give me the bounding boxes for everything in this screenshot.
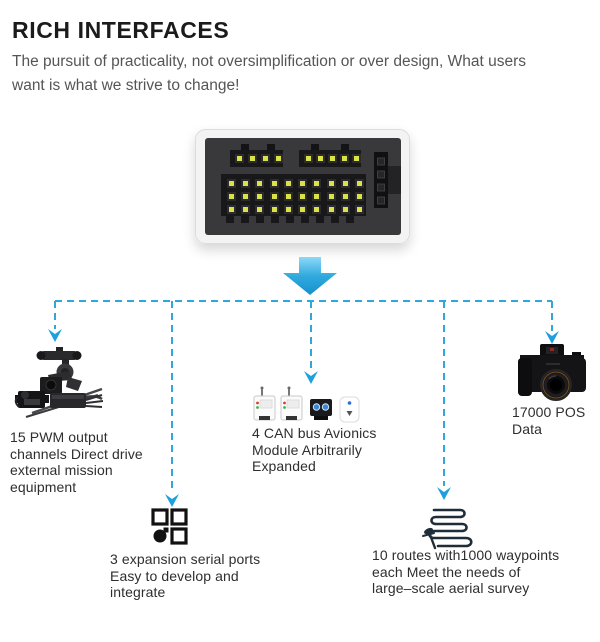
survey-route-icon (422, 508, 473, 550)
can-bus-modules-image (253, 386, 360, 423)
arrowhead-routes-icon (437, 487, 451, 500)
caption-pwm: 15 PWM output channels Direct drive exte… (10, 429, 143, 495)
arrowhead-pwm-icon (48, 329, 62, 342)
serial-ports-icon (151, 508, 188, 545)
big-down-arrow-icon (283, 257, 337, 295)
camera-image (518, 344, 586, 401)
arrowhead-can-icon (304, 371, 318, 384)
caption-routes: 10 routes with1000 waypoints each Meet t… (372, 547, 560, 596)
device-image-wrapper (195, 129, 410, 244)
caption-serial: 3 expansion serial ports Easy to develop… (110, 551, 261, 600)
arrowhead-pos-icon (545, 331, 559, 344)
page-title: RICH INTERFACES (12, 17, 230, 43)
flight-controller-connector-panel-image (195, 129, 410, 244)
gimbal-servo-esc-image (14, 347, 104, 418)
caption-pos: 17000 POS Data (512, 404, 586, 437)
arrowhead-serial-icon (165, 494, 179, 507)
page-subtitle: The pursuit of practicality, not oversim… (12, 53, 527, 95)
caption-can: 4 CAN bus Avionics Module Arbitrarily Ex… (252, 425, 377, 474)
